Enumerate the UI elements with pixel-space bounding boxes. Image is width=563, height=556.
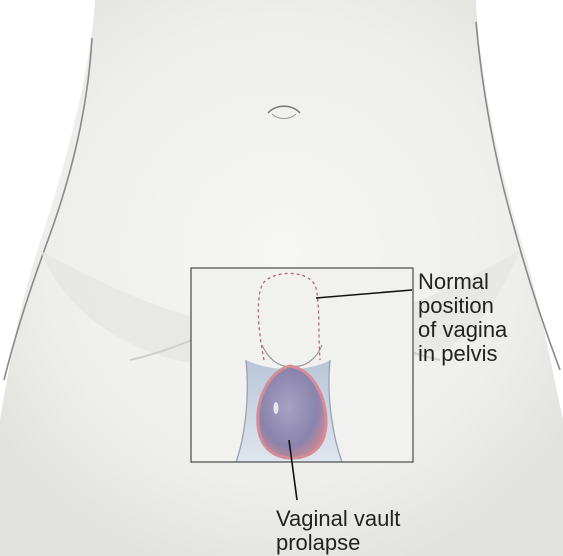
vault-prolapse-label-line: Vaginal vault [276, 507, 400, 531]
normal-position-label-line: position [418, 294, 507, 318]
vault-prolapse-label-line: prolapse [276, 531, 400, 555]
normal-position-label-line: of vagina [418, 318, 507, 342]
normal-position-label-line: in pelvis [418, 342, 507, 366]
normal-position-label-line: Normal [418, 270, 507, 294]
normal-position-label: Normal position of vagina in pelvis [418, 270, 507, 366]
prolapse-highlight [274, 402, 279, 414]
vault-prolapse-label: Vaginal vault prolapse [276, 507, 400, 555]
